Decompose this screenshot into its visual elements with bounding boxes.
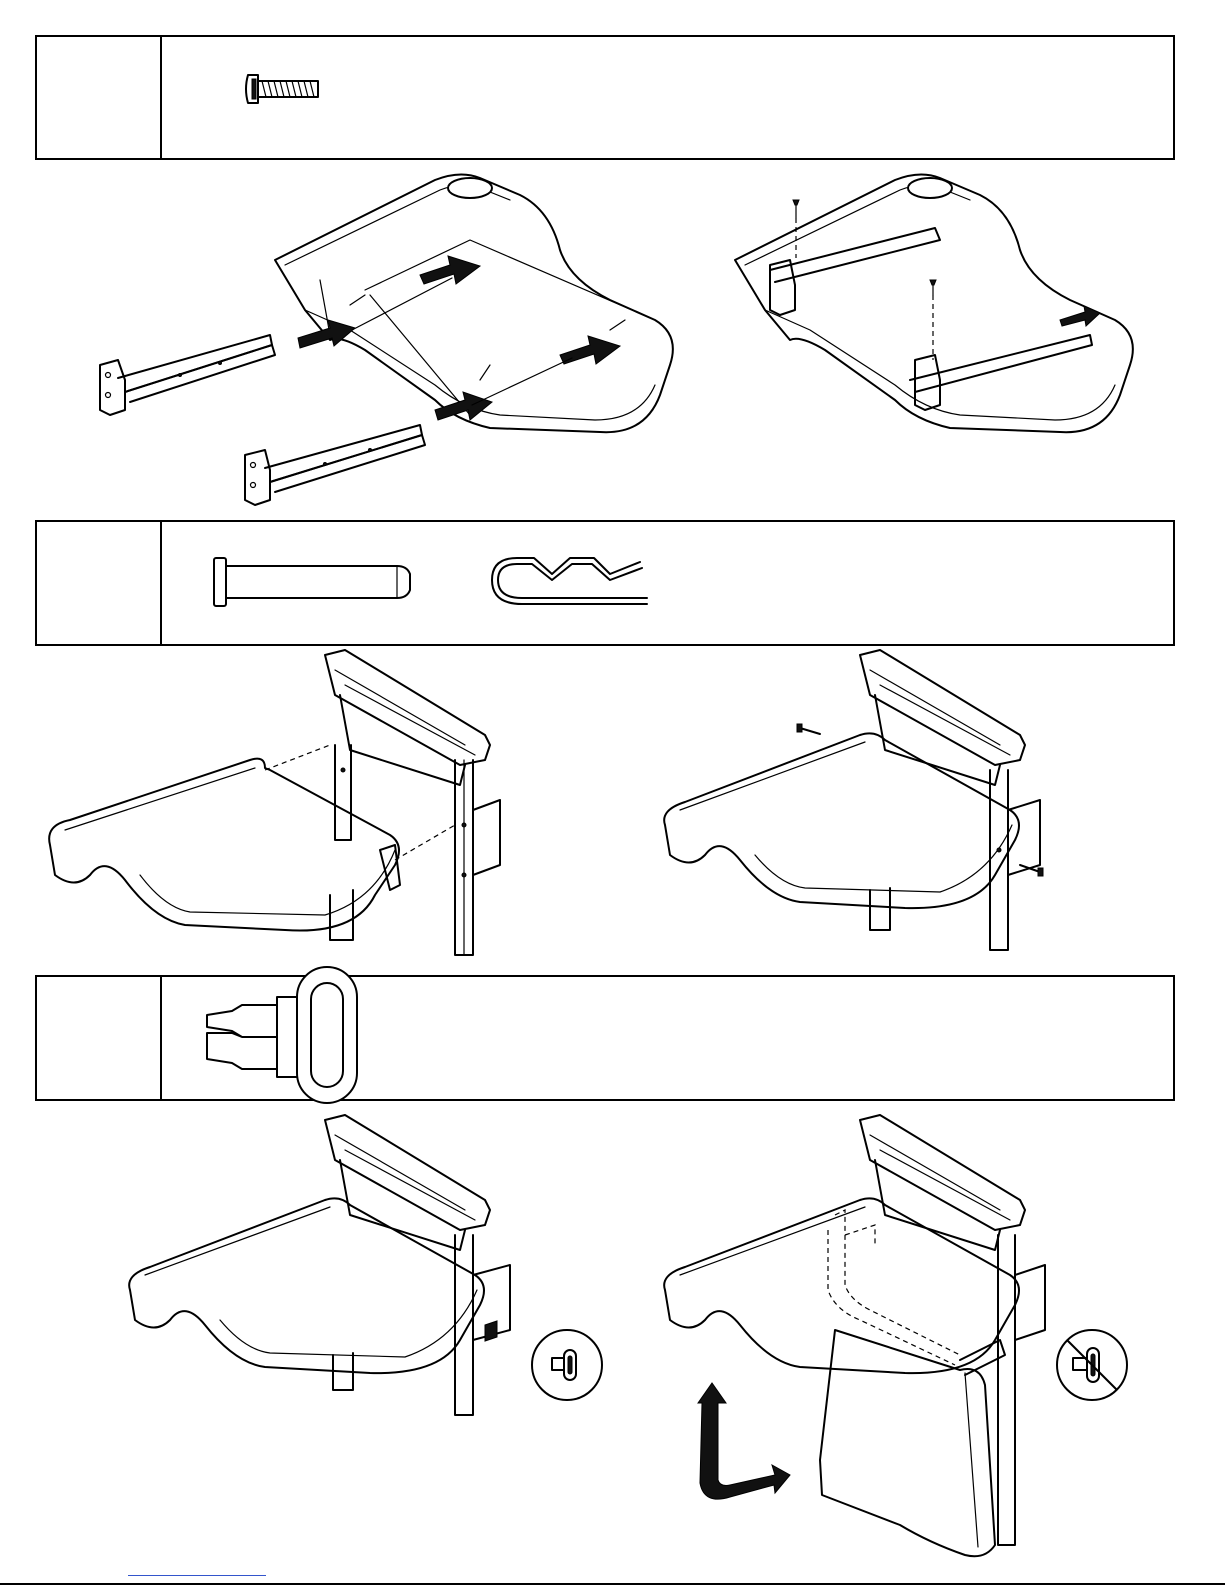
locking-pull-pin-icon <box>552 1350 576 1380</box>
locking-pull-pin-icon <box>485 1321 497 1341</box>
pedestal-hole <box>448 178 492 198</box>
pin-removed-callout <box>1055 1328 1131 1404</box>
step-1-figure-rails-fastened <box>730 170 1150 450</box>
hairpin-cotter-icon <box>492 554 662 614</box>
step-2-parts-box <box>35 520 1175 646</box>
step-1-parts-area <box>162 37 1173 158</box>
step-3-parts-box <box>35 975 1175 1101</box>
step-2-figure-align-seat <box>45 650 525 960</box>
pedestal-hole <box>908 178 952 198</box>
locking-pull-pin-icon <box>1073 1348 1099 1382</box>
fold-arrow-icon <box>698 1383 790 1499</box>
locking-pull-pin-icon <box>207 967 377 1107</box>
step-3-figure-pin-locked <box>125 1115 525 1420</box>
step-2-number-cell <box>37 522 162 644</box>
step-1-figure-insert-rails <box>80 170 680 510</box>
step-2-figure-pin-inserted <box>660 650 1060 960</box>
left-rail <box>100 335 275 415</box>
clevis-pin-icon <box>797 724 1043 876</box>
step-3-number-cell <box>37 977 162 1099</box>
screw-icon <box>242 67 342 117</box>
front-rail <box>245 425 425 505</box>
pin-inserted-callout <box>530 1328 606 1404</box>
step-1-number-cell <box>37 37 162 158</box>
step-1-parts-box <box>35 35 1175 160</box>
clevis-pin-icon <box>212 552 432 612</box>
insert-arrow-icon <box>298 256 620 420</box>
footer-link-underline[interactable] <box>128 1575 266 1576</box>
step-3-figure-seat-folded <box>660 1115 1060 1550</box>
step-2-parts-area <box>162 522 1173 644</box>
step-3-parts-area <box>162 977 1173 1099</box>
